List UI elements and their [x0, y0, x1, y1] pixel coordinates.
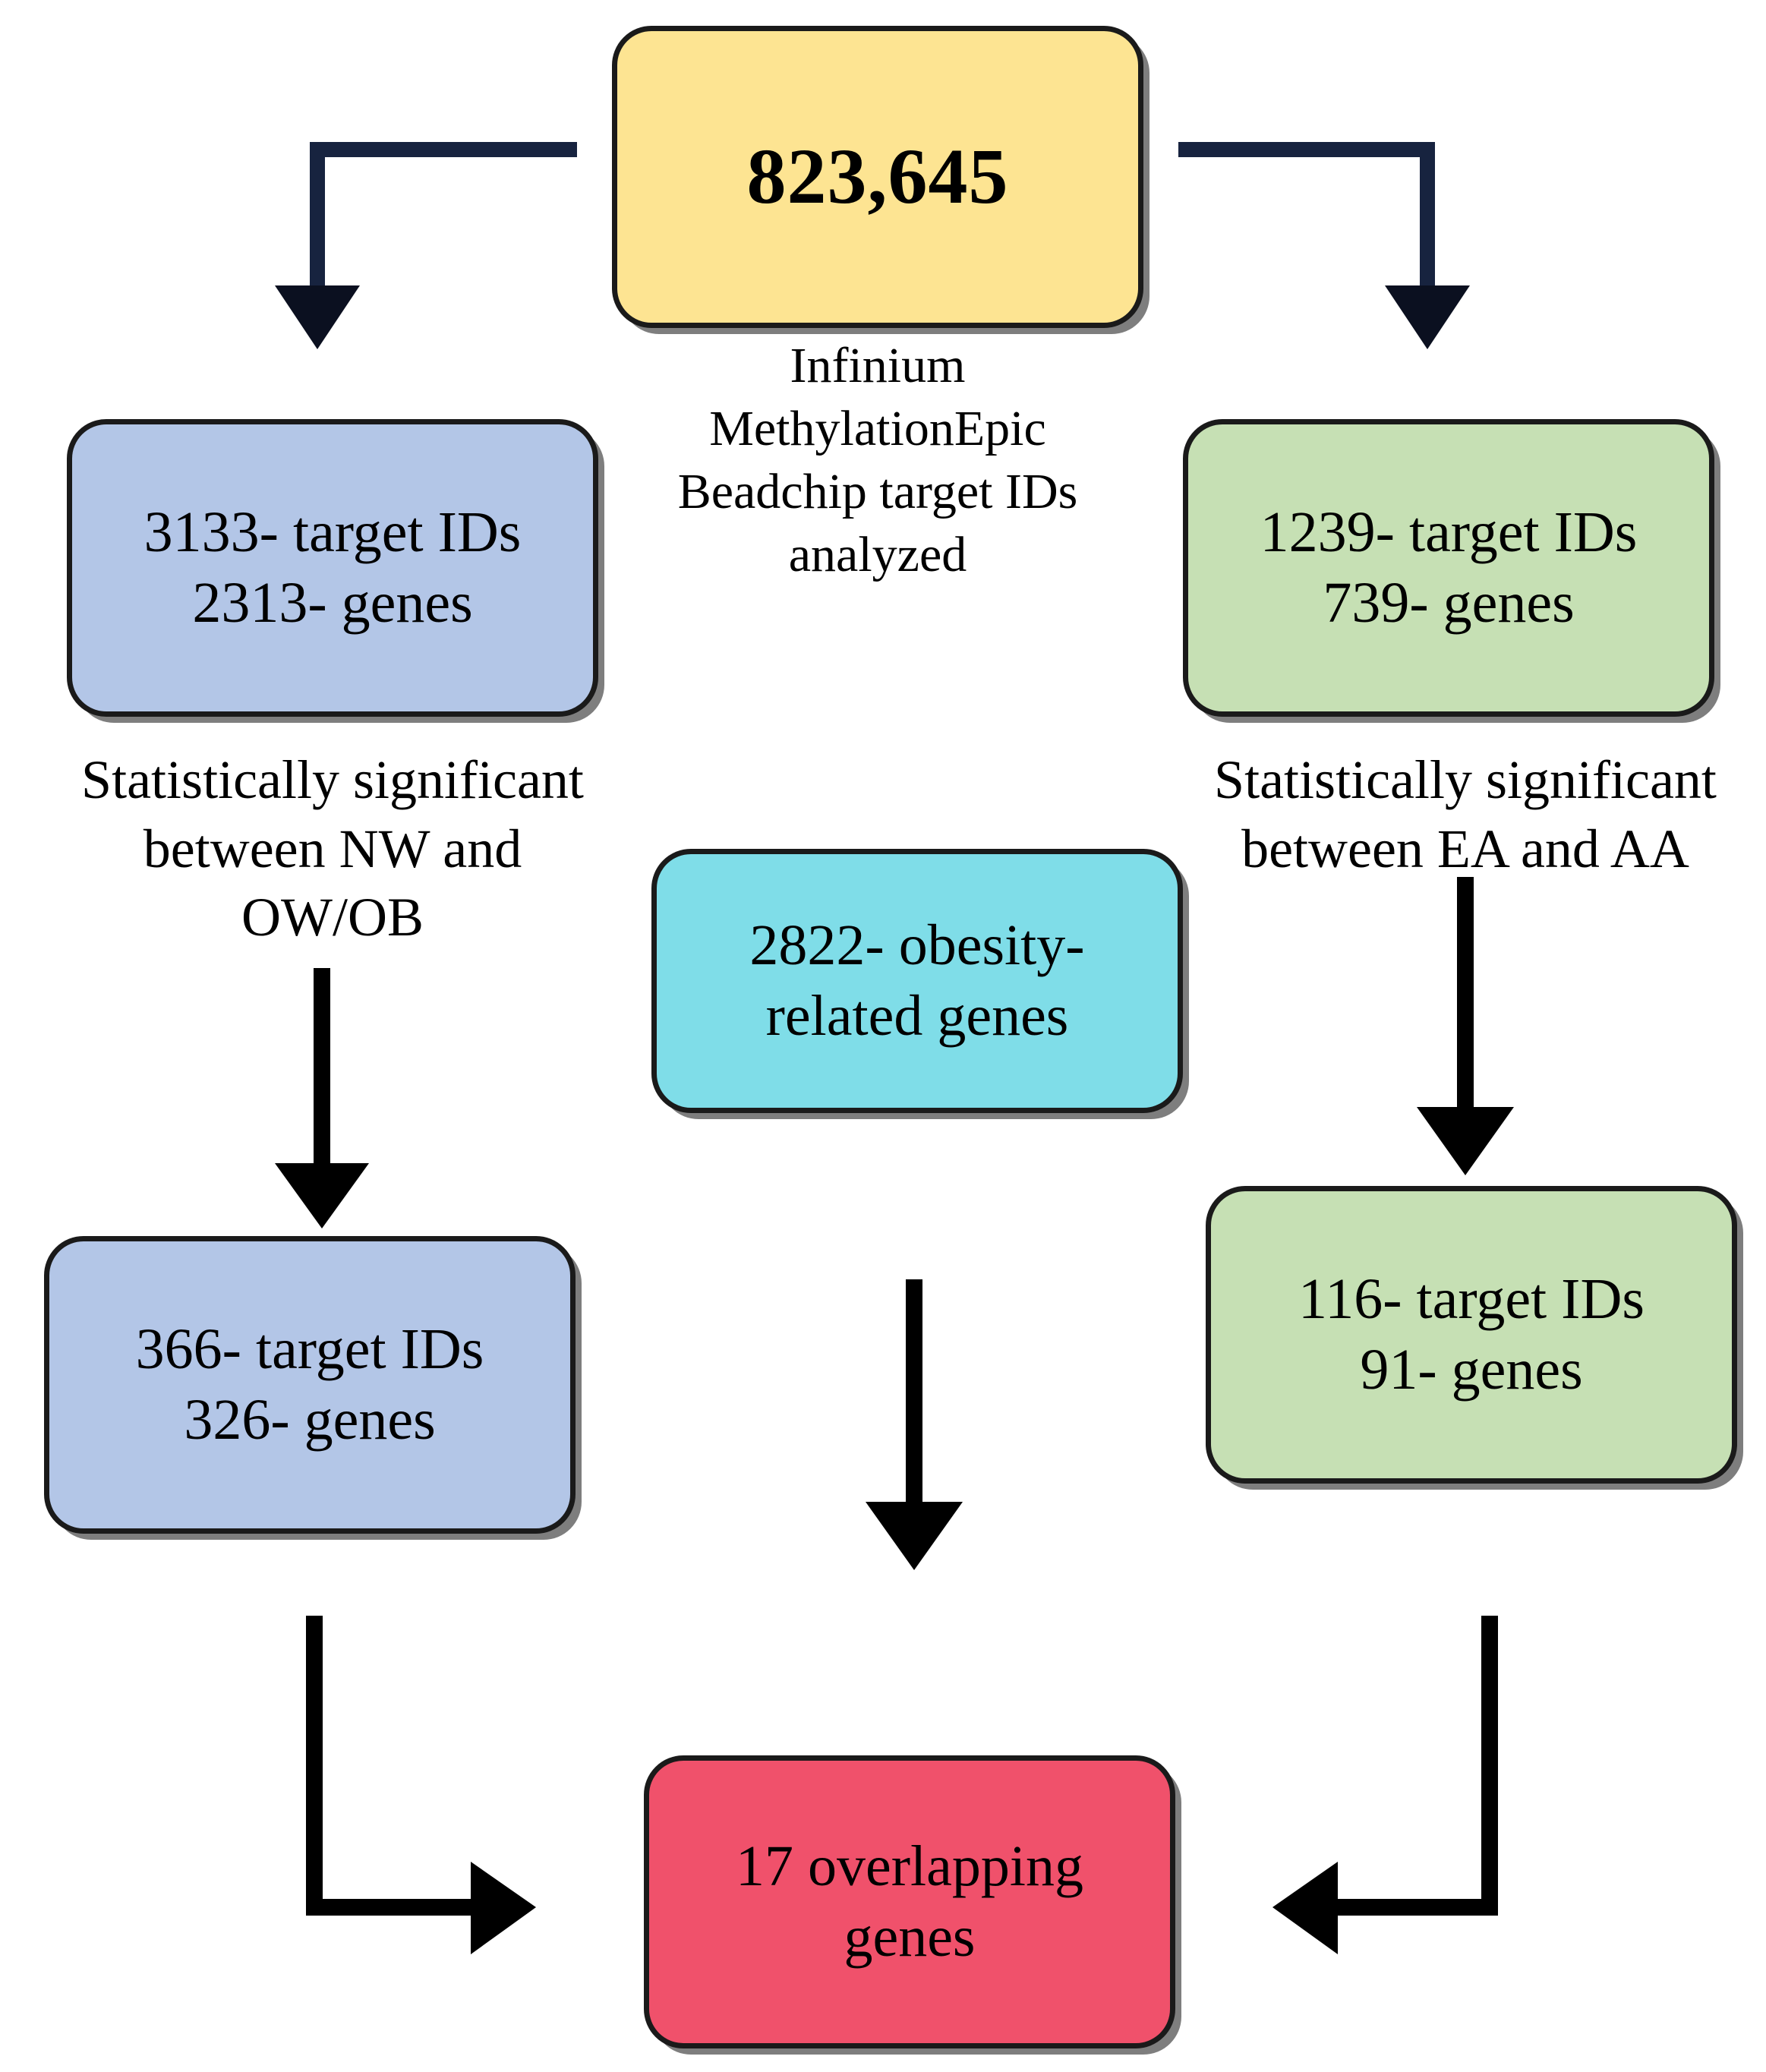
node-center-label: 2822- obesity- related genes [749, 913, 1085, 1048]
node-root[interactable]: 823,645 [612, 26, 1143, 328]
node-root-caption: Infinium MethylationEpic Beadchip target… [677, 338, 1078, 583]
node-right-bottom-label: 116- target IDs 91- genes [1298, 1267, 1645, 1402]
edge-root-to-right-top [1178, 142, 1470, 349]
edge-center-to-final [866, 1279, 963, 1570]
edge-left-top-to-left-bottom [275, 968, 369, 1228]
node-left-bottom[interactable]: 366- target IDs 326- genes [44, 1236, 576, 1534]
edge-right-top-to-right-bottom [1417, 877, 1514, 1175]
node-right-bottom[interactable]: 116- target IDs 91- genes [1206, 1186, 1737, 1484]
node-center-obesity-genes[interactable]: 2822- obesity- related genes [651, 849, 1183, 1113]
node-root-label: 823,645 [746, 132, 1009, 220]
node-final-overlapping-genes[interactable]: 17 overlapping genes [644, 1755, 1175, 2048]
edge-root-to-left-top [275, 142, 577, 349]
node-final-label: 17 overlapping genes [735, 1834, 1083, 1969]
node-left-bottom-label: 366- target IDs 326- genes [135, 1317, 484, 1452]
node-right-top-caption: Statistically significant between EA and… [1214, 749, 1717, 879]
edge-left-bottom-to-final [306, 1616, 536, 1954]
node-left-top-label: 3133- target IDs 2313- genes [143, 500, 522, 635]
edge-right-bottom-to-final [1272, 1616, 1498, 1954]
node-left-top-caption: Statistically significant between NW and… [81, 749, 584, 948]
node-left-top[interactable]: 3133- target IDs 2313- genes [67, 419, 598, 717]
node-right-top-label: 1239- target IDs 739- genes [1260, 500, 1638, 635]
node-right-top[interactable]: 1239- target IDs 739- genes [1183, 419, 1714, 717]
